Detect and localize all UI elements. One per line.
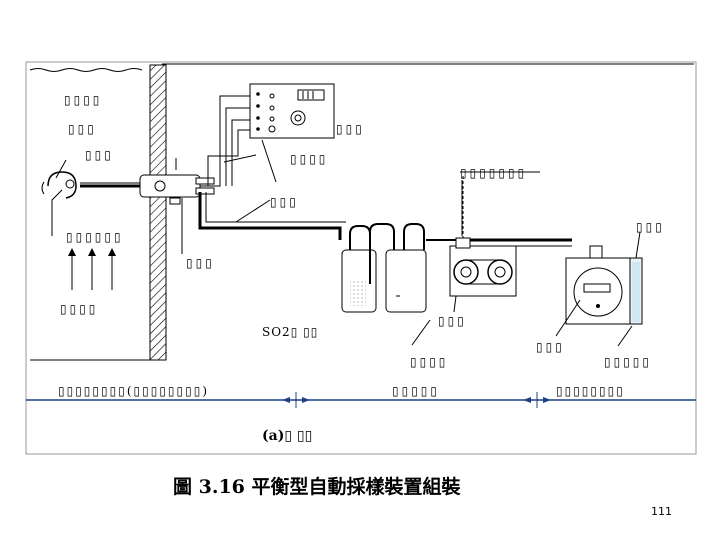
wall-lower xyxy=(149,194,167,361)
figure-caption: 圖 3.16 平衡型自動採樣裝置組裝 xyxy=(173,476,461,498)
pump-wheel-2 xyxy=(487,259,513,285)
label-thermometer: ▯▯▯▯▯ xyxy=(604,355,653,369)
top-wave xyxy=(29,68,143,72)
label-outdoor: ▯▯▯▯ xyxy=(64,93,103,107)
impinger-2 xyxy=(385,249,427,313)
label-probe: ▯▯▯ xyxy=(85,148,114,162)
label-pump-unit: ▯▯▯▯ xyxy=(410,355,449,369)
label-section-mid: ▯▯▯▯▯ xyxy=(392,384,441,398)
label-so2: SO2▯ ▯▯ xyxy=(262,325,319,339)
label-meter: ▯▯▯ xyxy=(636,220,665,234)
label-flowmeter: ▯▯▯▯▯▯▯ xyxy=(460,166,528,180)
sampling-head-shape xyxy=(47,171,77,199)
page-number: 111 xyxy=(651,505,672,518)
label-airflow: ▯▯▯▯ xyxy=(60,302,99,316)
pump-wheel-1 xyxy=(453,259,479,285)
figure-sublabel: (a)▯ ▯▯ xyxy=(262,428,313,444)
label-gas-meter: ▯▯▯ xyxy=(536,340,565,354)
probe-body xyxy=(139,174,201,198)
label-tube: ▯▯▯ xyxy=(270,195,299,209)
label-pump: ▯▯▯ xyxy=(438,314,467,328)
diagram-frame xyxy=(25,61,697,455)
label-indoor: ▯▯▯ xyxy=(68,122,97,136)
probe-joint xyxy=(154,180,166,192)
label-control-box: ▯▯▯▯ xyxy=(290,152,329,166)
label-controller: ▯▯▯ xyxy=(336,122,365,136)
label-section-left: ▯▯▯▯▯▯▯▯(▯▯▯▯▯▯▯▯) xyxy=(58,384,210,398)
label-wall: ▯▯▯ xyxy=(186,256,215,270)
label-sampling-head: ▯▯▯▯▯▯ xyxy=(66,230,124,244)
label-section-right: ▯▯▯▯▯▯▯▯ xyxy=(556,384,625,398)
sample-tube xyxy=(198,192,342,240)
wall-upper xyxy=(149,64,167,181)
